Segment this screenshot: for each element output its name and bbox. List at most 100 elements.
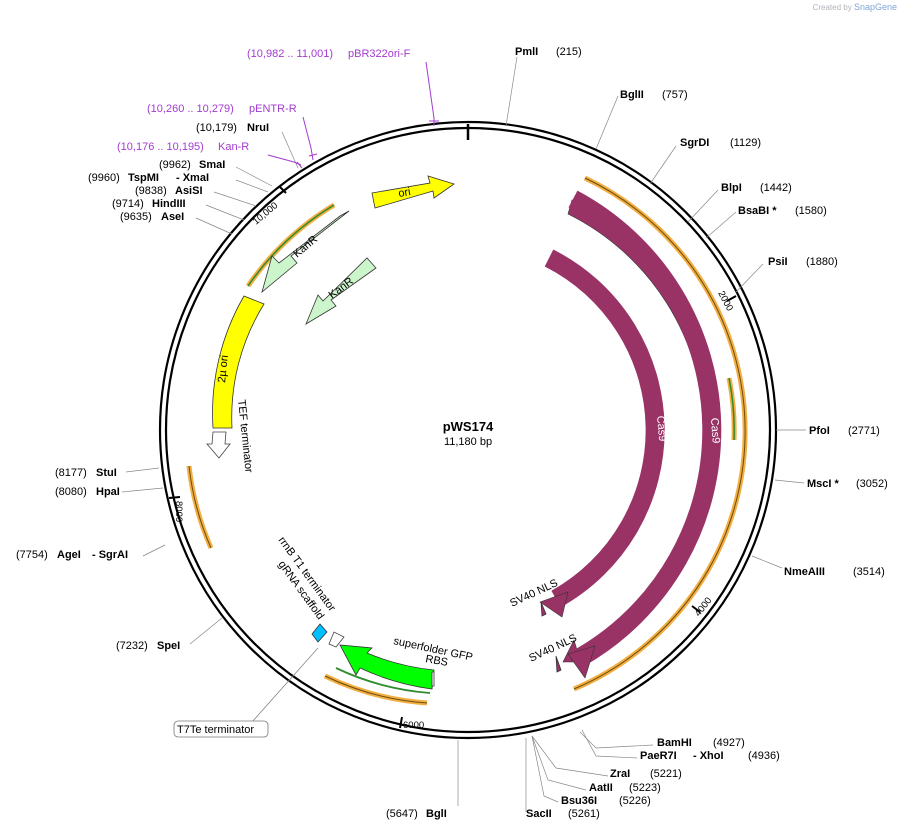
feature-sv40-nls-1 xyxy=(540,601,547,617)
feature-rbs xyxy=(431,671,435,687)
enzyme-connectors xyxy=(121,56,806,812)
enzyme-pos-hpai: (8080) xyxy=(55,486,87,498)
enzyme-name-bsu36i: Bsu36I xyxy=(561,795,597,807)
enzyme-pos-nmeaiii: (3514) xyxy=(853,566,885,578)
enzyme-name-spei: SpeI xyxy=(157,640,180,652)
brand-created-by: Created by xyxy=(812,3,852,12)
orf-indicators xyxy=(186,175,748,706)
label-t7te: T7Te terminator xyxy=(177,724,254,736)
enzyme-name-asei: AseI xyxy=(161,211,184,223)
feature-tef-terminator xyxy=(206,431,231,459)
enzyme-name-zrai: ZraI xyxy=(610,768,630,780)
enzyme-name-paer7i: PaeR7I xyxy=(640,750,677,762)
enzyme-name-bsabi: BsaBI * xyxy=(738,205,777,217)
enzyme-name-sgrai: - SgrAI xyxy=(92,549,128,561)
tick-label-6000: 6000 xyxy=(403,720,424,731)
tick-label-10000: 10,000 xyxy=(251,200,280,227)
enzyme-name-tspmi: TspMI xyxy=(128,172,159,184)
enzyme-pos-agei-sgrai: (7754) xyxy=(16,549,48,561)
tick-label-4000: 4000 xyxy=(693,595,715,618)
enzyme-name-asisi: AsiSI xyxy=(175,185,203,197)
enzyme-name-smai: SmaI xyxy=(199,159,225,171)
enzyme-pos-smai: (9962) xyxy=(159,159,191,171)
enzyme-pos-bgli: (5647) xyxy=(386,808,418,820)
primer-name-pbr322ori: pBR322ori-F xyxy=(348,48,411,60)
tick-label-8000: 8000 xyxy=(173,501,184,522)
enzyme-name-pmli: PmlI xyxy=(515,46,538,58)
label-kanr-2: KanR xyxy=(327,275,356,301)
enzyme-pos-tspmi-xmai: (9960) xyxy=(88,172,120,184)
feature-kanr-2 xyxy=(305,257,377,325)
enzyme-pos-bamhi: (4927) xyxy=(713,737,745,749)
label-kanr-1: KanR xyxy=(291,233,320,260)
enzyme-name-nmeaiii: NmeAIII xyxy=(784,566,825,578)
enzyme-name-msci: MscI * xyxy=(807,478,840,490)
label-2u-ori: 2µ ori xyxy=(216,354,231,383)
feature-grna-scaffold xyxy=(311,623,328,643)
enzyme-pos-zrai: (5221) xyxy=(650,768,682,780)
primer-name-kanr: Kan-R xyxy=(218,141,249,153)
feature-ori xyxy=(371,175,455,209)
enzyme-name-pfoi: PfoI xyxy=(809,425,830,437)
enzyme-pos-pfoi: (2771) xyxy=(848,425,880,437)
enzyme-pos-nrui: (10,179) xyxy=(196,122,237,134)
enzyme-pos-aatii: (5223) xyxy=(629,782,661,794)
enzyme-name-bamhi: BamHI xyxy=(657,737,692,749)
label-rbs: RBS xyxy=(424,653,448,669)
feature-sv40-nls-2 xyxy=(555,655,562,673)
feature-kanr-1 xyxy=(261,210,350,294)
enzyme-name-bglii: BglII xyxy=(620,89,644,101)
enzyme-name-xhoi: - XhoI xyxy=(693,750,724,762)
feature-cas9-1 xyxy=(562,199,713,663)
enzyme-pos-blpi: (1442) xyxy=(760,182,792,194)
enzyme-name-blpi: BlpI xyxy=(721,182,742,194)
enzyme-pos-stui: (8177) xyxy=(55,467,87,479)
enzyme-pos-pmli: (215) xyxy=(556,46,582,58)
label-box-t7te xyxy=(173,720,269,738)
enzyme-name-aatii: AatII xyxy=(589,782,613,794)
label-ori: ori xyxy=(397,186,411,200)
snapgene-brand: Created by SnapGene xyxy=(813,2,897,12)
feature-2u-ori xyxy=(212,295,265,429)
plasmid-name: pWS174 xyxy=(443,419,494,434)
enzyme-pos-bglii: (757) xyxy=(662,89,688,101)
enzyme-pos-spei: (7232) xyxy=(116,640,148,652)
enzyme-name-sacii: SacII xyxy=(526,808,552,820)
plasmid-length: 11,180 bp xyxy=(444,436,492,448)
enzyme-pos-hindiii: (9714) xyxy=(112,198,144,210)
label-cas9-1: Cas9 xyxy=(708,417,722,443)
primer-labels: (10,982 .. 11,001) pBR322ori-F (10,260 .… xyxy=(117,48,411,153)
feature-cas9-2-head xyxy=(539,591,569,618)
plasmid-title: pWS174 11,180 bp xyxy=(443,419,494,448)
enzyme-name-nrui: NruI xyxy=(247,122,269,134)
enzyme-name-bgli: BglI xyxy=(426,808,447,820)
enzyme-pos-paer7i-xhoi: (4936) xyxy=(748,750,780,762)
enzyme-pos-asei: (9635) xyxy=(120,211,152,223)
enzyme-pos-bsu36i: (5226) xyxy=(619,795,651,807)
enzyme-name-agei: AgeI xyxy=(57,549,81,561)
label-tef-terminator: TEF terminator xyxy=(235,399,255,474)
primer-range-pbr322ori: (10,982 .. 11,001) xyxy=(247,48,333,60)
primer-range-pentr: (10,260 .. 10,279) xyxy=(147,103,234,115)
primer-name-pentr: pENTR-R xyxy=(249,103,297,115)
label-cas9-2: Cas9 xyxy=(654,415,668,442)
snapgene-logo: SnapGene xyxy=(853,2,897,12)
enzyme-pos-sacii: (5261) xyxy=(568,808,600,820)
enzyme-name-xmai: - XmaI xyxy=(176,172,209,184)
enzyme-name-psii: PsiI xyxy=(768,256,788,268)
enzyme-name-sgrdi: SgrDI xyxy=(680,137,709,149)
primer-markers xyxy=(267,61,439,169)
enzyme-labels: PmlI (215) BglII (757) SgrDI (1129) BlpI… xyxy=(16,46,888,820)
feature-rrnb-t1 xyxy=(328,631,345,648)
enzyme-pos-bsabi: (1580) xyxy=(795,205,827,217)
enzyme-name-hindiii: HindIII xyxy=(152,198,186,210)
enzyme-pos-sgrdi: (1129) xyxy=(730,137,761,149)
enzyme-name-stui: StuI xyxy=(96,467,117,479)
enzyme-pos-msci: (3052) xyxy=(856,478,888,490)
feature-sfgfp xyxy=(339,644,435,690)
enzyme-pos-asisi: (9838) xyxy=(135,185,167,197)
enzyme-name-hpai: HpaI xyxy=(96,486,120,498)
primer-range-kanr: (10,176 .. 10,195) xyxy=(117,141,204,153)
enzyme-pos-psii: (1880) xyxy=(806,256,838,268)
